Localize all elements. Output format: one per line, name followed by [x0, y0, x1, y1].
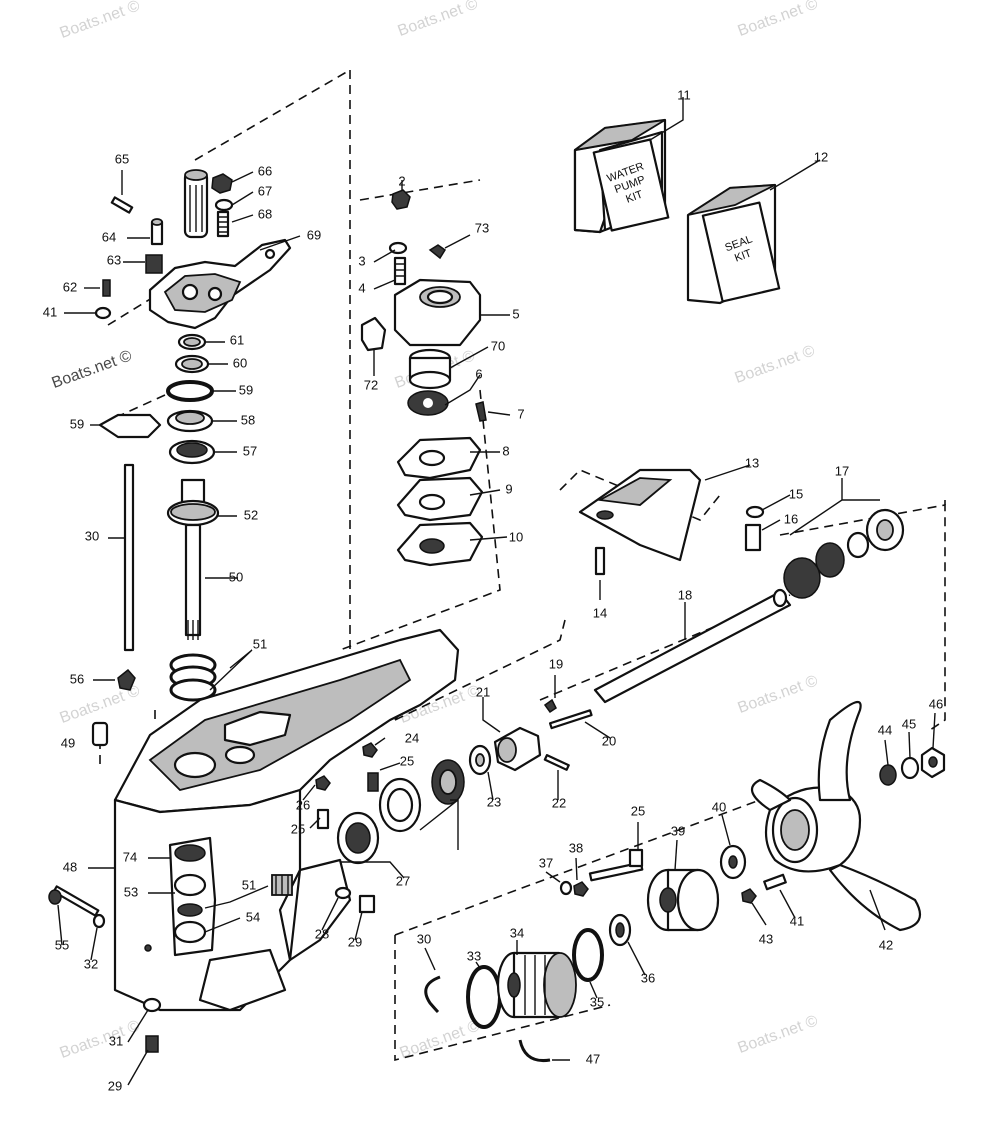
callout-17: 17 [835, 463, 849, 478]
callout-32: 32 [84, 956, 98, 971]
callout-4: 4 [358, 280, 365, 295]
callout-15: 15 [789, 486, 803, 501]
callout-13: 13 [745, 455, 759, 470]
callout-60: 60 [233, 355, 247, 370]
bearing-carrier-and-propeller [48, 700, 946, 1063]
callout-10: 10 [509, 529, 523, 544]
callout-11: 11 [677, 87, 691, 102]
callout-34: 34 [510, 925, 524, 940]
callout-59: 59 [70, 416, 84, 431]
gearcase-housing [113, 628, 460, 1012]
callout-41: 41 [790, 913, 804, 928]
callout-21: 21 [476, 684, 490, 699]
callout-2: 2 [398, 173, 405, 188]
callout-62: 62 [63, 279, 77, 294]
callout-66: 66 [258, 163, 272, 178]
callout-49: 49 [61, 735, 75, 750]
callout-41: 41 [43, 304, 57, 319]
callout-37: 37 [539, 855, 553, 870]
prop-shaft-parts [315, 468, 905, 914]
watermark-text: Boats.net © [733, 342, 818, 387]
callout-23: 23 [487, 794, 501, 809]
callout-20: 20 [602, 733, 616, 748]
callout-16: 16 [784, 511, 798, 526]
callout-44: 44 [878, 722, 892, 737]
callout-12: 12 [814, 149, 828, 164]
watermark-text: Boats.net © [50, 347, 135, 392]
callout-63: 63 [107, 252, 121, 267]
callout-74: 74 [123, 849, 137, 864]
callout-53: 53 [124, 884, 138, 899]
callout-19: 19 [549, 656, 563, 671]
callout-9: 9 [505, 481, 512, 496]
callout-51: 51 [253, 636, 267, 651]
callout-7: 7 [517, 406, 524, 421]
callout-65: 65 [115, 151, 129, 166]
callout-26: 26 [296, 797, 310, 812]
callout-35: 35 [590, 994, 604, 1009]
callout-24: 24 [405, 730, 419, 745]
callout-40: 40 [712, 799, 726, 814]
callout-70: 70 [491, 338, 505, 353]
callout-25: 25 [631, 803, 645, 818]
callout-51: 51 [242, 877, 256, 892]
callout-25: 25 [400, 753, 414, 768]
callout-59: 59 [239, 382, 253, 397]
callout-69: 69 [307, 227, 321, 242]
callout-29: 29 [108, 1078, 122, 1093]
watermark-text: Boats.net © [736, 1012, 821, 1057]
callout-46: 46 [929, 696, 943, 711]
kit-label-line: KIT [624, 188, 644, 205]
callout-72: 72 [364, 377, 378, 392]
watermark-text: Boats.net © [736, 672, 821, 717]
callout-61: 61 [230, 332, 244, 347]
callout-64: 64 [102, 229, 116, 244]
callout-52: 52 [244, 507, 258, 522]
callout-55: 55 [55, 937, 69, 952]
callout-57: 57 [243, 443, 257, 458]
callout-6: 6 [475, 366, 482, 381]
callout-42: 42 [879, 937, 893, 952]
driveshaft-parts [91, 169, 292, 747]
callout-28: 28 [315, 926, 329, 941]
callout-36: 36 [641, 970, 655, 985]
callout-leaders [57, 97, 936, 1086]
callout-27: 27 [396, 873, 410, 888]
callout-38: 38 [569, 840, 583, 855]
water-pump-parts [360, 189, 487, 567]
watermark-text: Boats.net © [58, 0, 143, 42]
callout-54: 54 [246, 909, 260, 924]
callout-73: 73 [475, 220, 489, 235]
callout-22: 22 [552, 795, 566, 810]
callout-58: 58 [241, 412, 255, 427]
callout-39: 39 [671, 823, 685, 838]
callout-67: 67 [258, 183, 272, 198]
callout-31: 31 [109, 1033, 123, 1048]
callout-5: 5 [512, 306, 519, 321]
callout-3: 3 [358, 253, 365, 268]
callout-48: 48 [63, 859, 77, 874]
callout-50: 50 [229, 569, 243, 584]
callout-14: 14 [593, 605, 607, 620]
watermark-text: Boats.net © [736, 0, 821, 40]
watermark-text: Boats.net © [396, 0, 481, 40]
callout-47: 47 [586, 1051, 600, 1066]
callout-18: 18 [678, 587, 692, 602]
callout-25: 25 [291, 821, 305, 836]
callout-68: 68 [258, 206, 272, 221]
callout-56: 56 [70, 671, 84, 686]
callout-45: 45 [902, 716, 916, 731]
kit-label-line: KIT [733, 247, 753, 264]
callout-30: 30 [85, 528, 99, 543]
callout-29: 29 [348, 934, 362, 949]
callout-8: 8 [502, 443, 509, 458]
callout-30: 30 [417, 931, 431, 946]
callout-33: 33 [467, 948, 481, 963]
callout-43: 43 [759, 931, 773, 946]
